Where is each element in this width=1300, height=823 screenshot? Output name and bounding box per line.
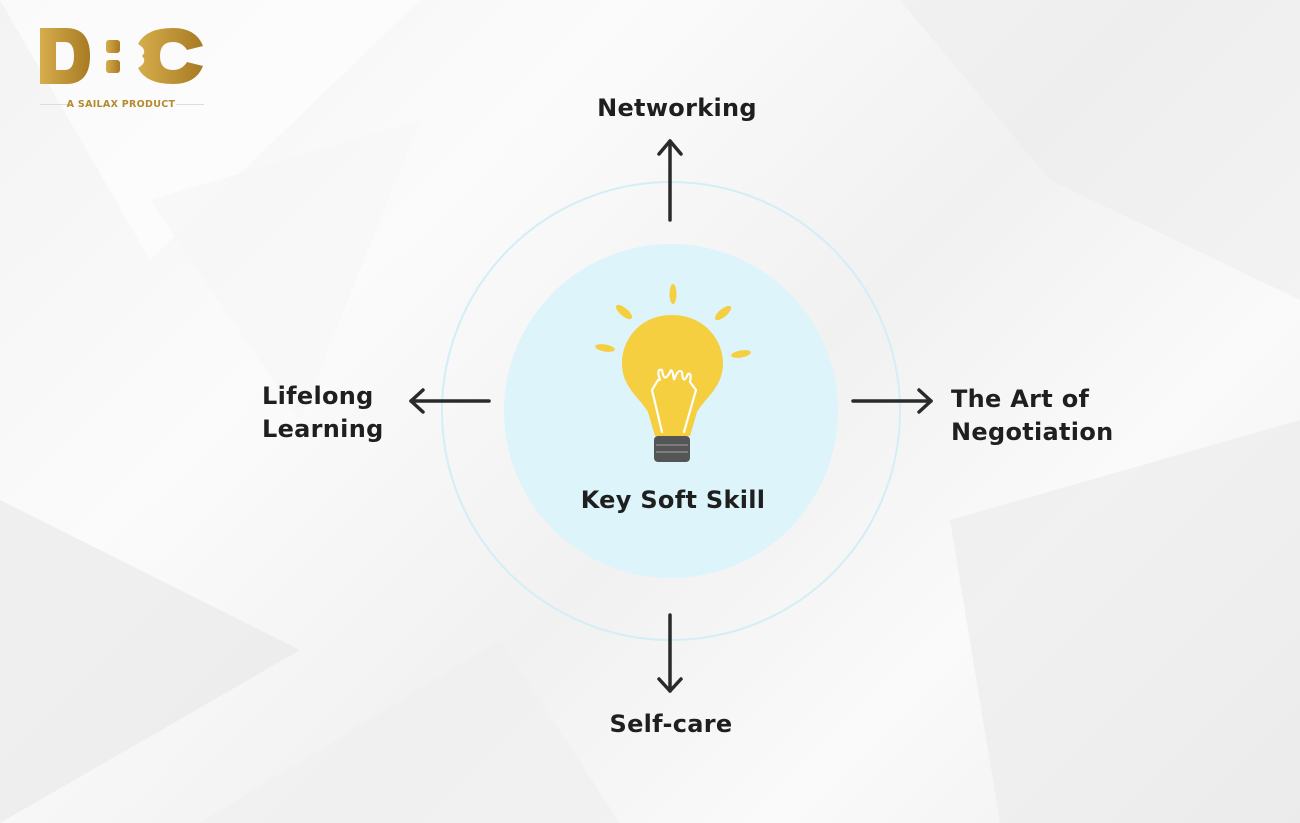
branch-lifelong-learning-line1: Lifelong <box>262 382 374 410</box>
arrow-right <box>851 388 933 414</box>
arrow-left <box>409 388 491 414</box>
logo-divider-left <box>40 104 68 105</box>
lightbulb-icon <box>595 284 751 462</box>
branch-networking: Networking <box>597 94 757 122</box>
branch-lifelong-learning-line2: Learning <box>262 415 384 443</box>
branch-lifelong-learning: Lifelong Learning <box>262 380 384 446</box>
center-label: Key Soft Skill <box>580 486 766 514</box>
logo-divider-right <box>176 104 204 105</box>
arrow-up <box>657 139 683 222</box>
branch-art-of-negotiation: The Art of Negotiation <box>951 383 1114 449</box>
arrows <box>409 139 933 693</box>
arrow-down <box>657 613 683 693</box>
logo-tagline: A SAILAX PRODUCT <box>66 99 176 110</box>
branch-art-of-negotiation-line2: Negotiation <box>951 418 1114 446</box>
branch-self-care: Self-care <box>609 710 733 738</box>
dbc-logo <box>40 28 203 84</box>
branch-art-of-negotiation-line1: The Art of <box>951 385 1090 413</box>
